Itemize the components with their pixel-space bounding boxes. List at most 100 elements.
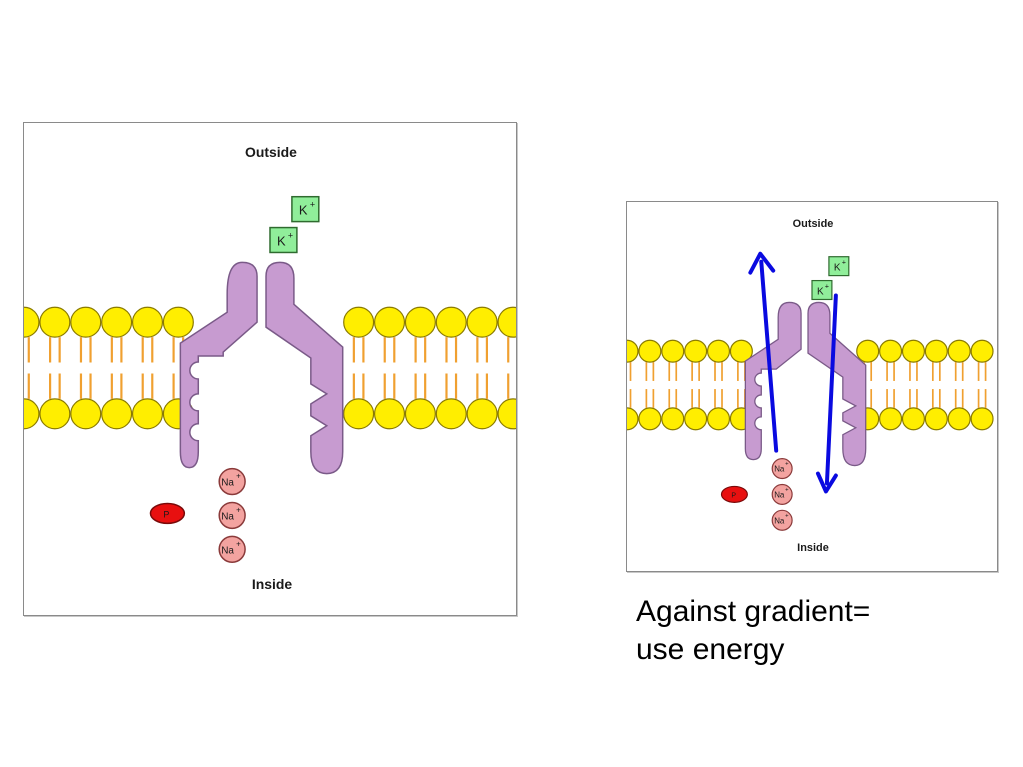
lipid-head [661,407,685,431]
lipid-head [404,306,436,338]
lipid-head [101,306,133,338]
svg-text:+: + [825,284,829,291]
svg-text:Na: Na [221,511,234,522]
lipid-head [706,339,731,363]
lipid-head [131,398,164,430]
bilayer-left-segment [24,306,194,430]
svg-text:K: K [277,234,286,249]
pump-diagram-small: K + K + Na + Na + Na + P [626,201,998,572]
svg-text:+: + [236,472,241,481]
lipid-head [497,398,516,430]
lipid-head [924,339,948,363]
lipid-head [497,306,516,338]
influx-arrow [815,293,838,494]
pump-protein-right-subunit [265,261,344,475]
lipid-head [879,339,903,363]
caption-line-1: Against gradient= [636,595,871,628]
sodium-ion: Na + [218,535,246,563]
lipid-head [24,306,40,338]
lipid-head [970,339,994,363]
lipid-head [901,339,925,363]
lipid-head [373,306,406,338]
lipid-head [947,339,971,363]
pump-protein-left-subunit [179,261,258,469]
svg-text:+: + [288,231,293,241]
sodium-ion: Na + [218,501,246,530]
lipid-head [435,306,467,338]
lipid-head [39,398,71,430]
lipid-bilayer [24,306,516,430]
lipid-head [404,398,436,430]
lipid-head [684,407,708,431]
lipid-head [627,339,639,363]
svg-text:Na: Na [774,465,785,474]
lipid-head [466,306,498,338]
svg-text:+: + [785,513,789,519]
lipid-head [947,407,971,431]
efflux-arrow [748,251,779,453]
svg-text:Na: Na [221,545,234,556]
svg-text:K: K [817,286,824,297]
pump-protein-right-subunit [807,301,867,467]
potassium-ion: K + [291,195,320,223]
lipid-head [901,407,925,431]
lipid-head [638,339,662,363]
svg-text:P: P [163,509,169,519]
lipid-head [466,398,498,430]
caption: Against gradient= use energy [636,593,1016,669]
lipid-head [373,398,406,430]
phosphate-group: P [149,502,186,525]
lipid-head [924,407,948,431]
lipid-head [638,407,662,431]
lipid-head [162,306,194,338]
svg-text:K: K [834,263,841,274]
bilayer-right-segment [856,339,994,431]
phosphate-group: P [720,485,748,503]
svg-text:+: + [236,539,241,548]
lipid-head [39,306,71,338]
lipid-head [627,407,639,431]
svg-text:K: K [299,203,308,218]
inside-label: Inside [797,542,829,554]
pump-diagram-large: K + K + Na + Na + Na + P Outside [23,122,517,616]
lipid-head [661,339,685,363]
potassium-ion: K + [269,226,298,254]
lipid-head [24,398,40,430]
potassium-ion: K + [828,256,850,277]
bilayer-right-segment [343,306,516,430]
svg-text:+: + [310,200,315,210]
caption-line-2: use energy [636,633,785,666]
svg-text:+: + [842,260,846,267]
lipid-head [343,306,375,338]
lipid-head [729,339,753,363]
sodium-ion: Na + [771,483,793,505]
lipid-head [131,306,164,338]
outside-label: Outside [793,218,834,230]
svg-text:Na: Na [774,490,785,499]
lipid-head [101,398,133,430]
sodium-ion: Na + [218,467,246,496]
pump-diagram-small-figure: K + K + Na + Na + Na + P [627,218,994,554]
inside-label: Inside [252,576,293,592]
svg-text:+: + [236,505,241,514]
potassium-ion: K + [811,279,833,301]
bilayer-left-segment [627,339,753,431]
lipid-head [684,339,708,363]
lipid-head [70,398,102,430]
lipid-head [435,398,467,430]
lipid-bilayer [627,339,994,431]
sodium-ion: Na + [771,509,793,531]
lipid-head [879,407,903,431]
svg-text:P: P [731,492,736,499]
svg-text:+: + [785,487,789,493]
lipid-head [970,407,994,431]
svg-text:Na: Na [774,516,785,525]
lipid-head [856,339,880,363]
lipid-head [706,407,731,431]
svg-text:+: + [785,462,789,468]
pump-protein-left-subunit [744,301,802,461]
pump-diagram-large-figure: K + K + Na + Na + Na + P Outside [24,144,516,592]
outside-label: Outside [245,144,297,160]
lipid-head [70,306,102,338]
svg-text:Na: Na [221,478,234,489]
